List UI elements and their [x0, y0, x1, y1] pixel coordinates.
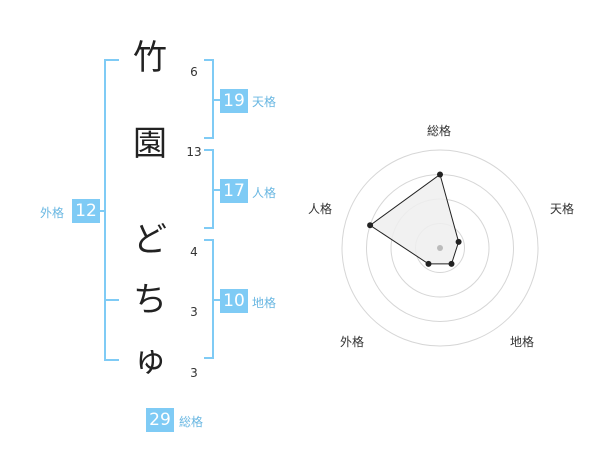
radar-label-tenkaku: 天格 — [550, 202, 575, 216]
name-char-5: ゅ — [133, 340, 167, 380]
radar-point-1 — [437, 171, 443, 178]
radar-ring-4 — [341, 149, 539, 347]
radar-chart — [341, 149, 539, 347]
radar-point-4 — [425, 260, 432, 267]
chikaku-value: 10 — [220, 289, 248, 313]
jinkaku-bracket — [204, 149, 214, 229]
radar-label-chikaku: 地格 — [510, 335, 535, 349]
radar-label-jinkaku: 人格 — [308, 202, 333, 216]
stroke-count-5: 3 — [190, 366, 198, 380]
radar-center-dot — [437, 245, 443, 251]
radar-label-soukaku: 総格 — [427, 124, 452, 138]
chikaku-label: 地格 — [252, 296, 277, 310]
stroke-count-1: 6 — [190, 65, 198, 79]
radar-points — [367, 171, 462, 267]
gaikaku-label: 外格 — [40, 206, 65, 220]
name-char-2: 園 — [133, 124, 167, 164]
stroke-count-3: 4 — [190, 245, 198, 259]
tenkaku-value: 19 — [220, 89, 248, 113]
name-char-4: ち — [133, 280, 167, 320]
radar-point-2 — [455, 238, 462, 245]
gaikaku-value: 12 — [72, 199, 100, 223]
name-char-1: 竹 — [133, 38, 167, 78]
jinkaku-label: 人格 — [252, 186, 277, 200]
stroke-count-2: 13 — [186, 145, 202, 159]
name-char-3: ど — [133, 220, 167, 260]
radar-label-gaikaku: 外格 — [340, 335, 365, 349]
soukaku-label: 総格 — [179, 415, 204, 429]
tenkaku-label: 天格 — [252, 95, 277, 109]
tenkaku-bracket — [204, 59, 214, 139]
radar-point-3 — [448, 260, 455, 267]
gaikaku-bracket — [104, 59, 119, 361]
radar-point-5 — [367, 222, 374, 229]
soukaku-value: 29 — [146, 408, 174, 432]
chikaku-bracket — [204, 239, 214, 359]
jinkaku-value: 17 — [220, 179, 248, 203]
radar-polygon — [369, 173, 460, 265]
stroke-count-4: 3 — [190, 305, 198, 319]
